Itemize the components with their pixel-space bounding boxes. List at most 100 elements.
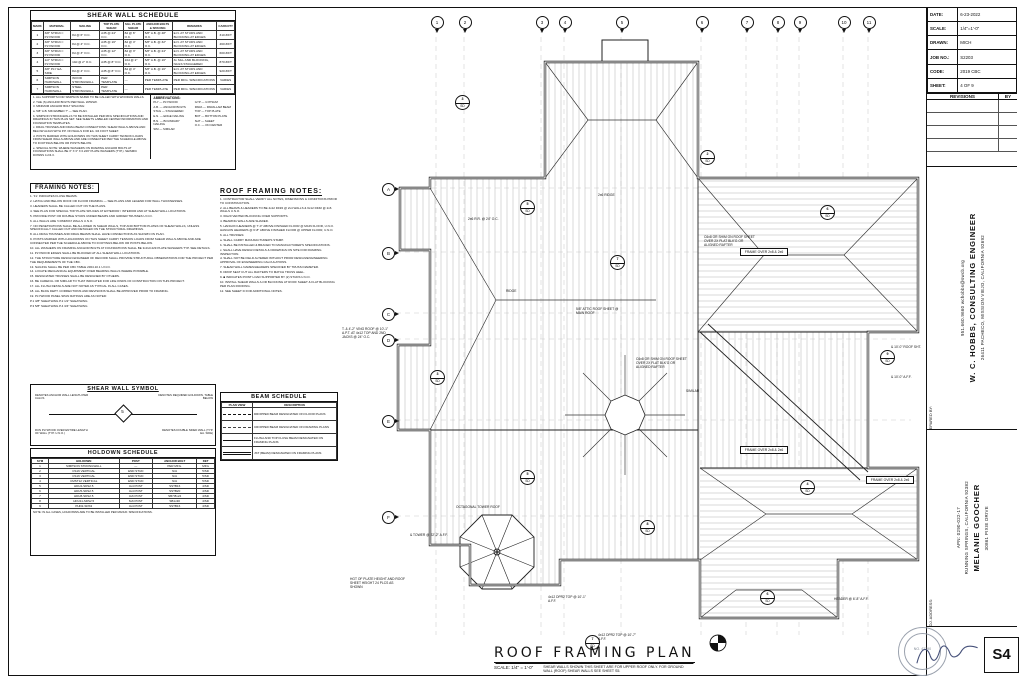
plan-title: ROOF FRAMING PLAN [494,645,695,663]
symbol-callout: DENOTES REQUIRED HOLDOWN, TABLE BELOW [158,393,213,401]
note-line: 7. SHEAR WALL NAMES/HEADERS SPECIFIED BY… [220,265,319,270]
note-line: 10. INSTALL SHEAR WALLS A.OR BLOCKING AT… [220,279,335,288]
grid-bubble: 7 [740,16,754,33]
column-header: MARK [31,21,44,31]
shear-wall-notes: 1. ALL SUPPORTS FOR SIMPSON S/HWD TO BE … [31,94,235,160]
grid-bubble: 10 [837,16,851,33]
arrow-right-icon [394,514,399,519]
note-line: 2. ALL BEAMS & HEADERS TO BE 4x12 DF#2 @… [220,205,332,214]
note-line: 16. BE CAREFUL OR SIMILAR TO THAT INDICA… [30,279,185,284]
note-line: 7. NO PENETRATIONS SHALL BE ALLOWED IN S… [30,223,200,232]
symbol-callout: RUN PLYWOOD OVER ENTIRE LENGTH OF WALL (… [35,427,88,435]
note-line: 13. NAILING SHALL BE PER CBC TABLE 2304.… [30,264,111,269]
engineer-name: W. C. HOBBS, CONSULTING ENGINEER [967,213,977,383]
arrow-down-icon [539,28,544,33]
note-line: A.B. — ANCHOR BOLTS [153,104,186,109]
note-line: 8. DROP SEAT CUT ALL RAFTERS TO MATCH TR… [220,270,305,275]
beam-line-sample [223,426,251,428]
note-line: 6. ALL TRUSSES: [220,232,245,237]
note-line: 14. LOCATE MECHANICAL EQUIPMENT OVER BEA… [30,269,149,274]
note-line: O.C. — ON CENTER [194,123,223,128]
note-line: 3. 60x20 VENTED BLOCKING OVER SUPPORTS. [220,214,289,219]
engineer-contact: 951.660.9660 wchobbs@swcb.org [959,259,965,337]
plan-label: 5/8" ATTIC ROOF SHEET @ MAIN ROOF [576,307,619,315]
table-row: SHEET:4 OF 9 [927,77,1017,93]
plan-caption: ROOF FRAMING PLAN SCALE: 1/4" = 1'-0" SH… [494,644,744,674]
grid-bubble: C [382,307,399,321]
prepared-by-label: PREPARED BY: [928,405,933,430]
note-line: c. SHALL HAVE DESIGN DETAILS & DRAWINGS … [220,247,322,256]
roof-framing-notes-title: ROOF FRAMING NOTES: [220,188,323,196]
column-header: TOP PLATE SHEAR [99,21,124,31]
note-line: 6. ALL WALLS ARE 'COMMON' WALLS U.N.O. [30,218,93,223]
beam-row: FLUSH AND TOP FLUSH BEAM DESIGNATED ON F… [221,433,337,447]
beam-schedule-title: BEAM SCHEDULE [221,393,337,402]
note-line: e. SPECIAL NOTE: WHERE WASHERS ON FRAMIN… [33,145,138,157]
table-row: CODE:2019 CBC [927,63,1017,79]
note-line: d. POSTS MARKED WITH HOLDOWNS ON THIS SH… [33,133,147,145]
shear-wall-symbol-title: SHEAR WALL SYMBOL [87,386,159,392]
shear-wall-symbol: SHEAR WALL SYMBOL 5 DENOTES ANCHOR WALL … [30,384,216,446]
arrow-down-icon [775,28,780,33]
note-line: BOT — BOTTOM PLATE [194,113,228,118]
note-line: 5. HANGON HEADERS @ 7'-0" ABOVE FINISHED… [220,224,334,232]
note-line: 12. SEE SHEET D FOR ADDITIONAL NOTES. [220,288,283,293]
plan-label: & TOWER @ 22'-2" A.F.F. [410,533,448,537]
plan-label: SIMILAR [686,389,700,393]
note-line: GYP — GYPSUM [194,100,218,104]
table-row: DATE:6-23-2022 [927,7,1017,23]
plan-label: FRAME OVER 2x8 & 2x6 [740,446,788,455]
engineer-block: PREPARED BY: 951.660.9660 wchobbs@swcb.o… [927,167,1017,430]
plan-label: T. & 4'-2" VING ROOF @ 10'-1" A.P.T. AT … [342,327,389,339]
by-label: BY [1004,94,1012,99]
shear-wall-schedule-title: SHEAR WALL SCHEDULE [31,11,235,21]
column-header: CAPACITY [216,21,235,31]
holdown-note: NOTE: IN ALL CASES, HOLDOWNS ARE TO BE I… [33,510,153,514]
table-row: JOB NO.:S2203 [927,49,1017,65]
note-line: 2. HATCH AND BELOW ROOF OR FLOOR FRAMING… [30,198,184,203]
note-line: B.N. — BOUNDARY NAILING [153,118,180,127]
revision-row [927,139,1017,152]
note-line: 4. SEE PLAN FOR SPECIAL TOP PLATE SPLICE… [30,208,187,213]
note-line: P.3 5/8" SHEATHING P.4 3/4" SHEATHING [30,304,88,308]
grid-bubble: B [382,246,399,260]
client-name: MELANIE GOOCHER [971,484,981,572]
note-line: 5. PROVIDE POST OR DOUBLE STUDS UNDER BE… [30,213,153,218]
revisions-label: REVISIONS [927,94,999,99]
table-row: SCALE:1/4"=1'-0" [927,21,1017,37]
note-line: 10. ALL WASHERS ON FRAMING ANCHOR BOLTS … [30,245,211,250]
note-line: PARA — PARALLAM BEAM [194,104,231,109]
note-line: PLY — PLYWOOD [153,100,178,104]
note-line: 18. ALL BLDG DEPT. CORRECTIONS AND REVIS… [30,289,169,294]
grid-bubble: A [382,182,399,196]
grid-bubble: 11 [862,16,876,33]
symbol-callout: DENOTES DOUBLE SIDED WALL (TYP. EA. SIDE… [162,427,213,435]
client-apn: APN: 0290-022-17 [955,507,961,549]
arrow-down-icon [434,28,439,33]
grid-bubble: 9 [793,16,807,33]
note-line: a. 5/8" A.B. MIN EMBED 7" — SEE PLAN. [33,108,88,113]
note-line: SHT — SHEET [194,118,215,123]
note-line: 11. PLYWOOD EDGES SHALL BE BLOCKED AT AL… [30,250,141,255]
grid-bubble: 3 [535,16,549,33]
roof-framing-notes-list: 1. CONTRACTOR SHALL VERIFY ALL NOTES, DI… [220,197,340,293]
arrow-down-icon [797,28,802,33]
signature [916,645,978,664]
note-line: 3. HEADERS SHALL BE CALLED OUT ON THE PL… [30,203,107,208]
plan-label: RIDGE [506,289,517,293]
